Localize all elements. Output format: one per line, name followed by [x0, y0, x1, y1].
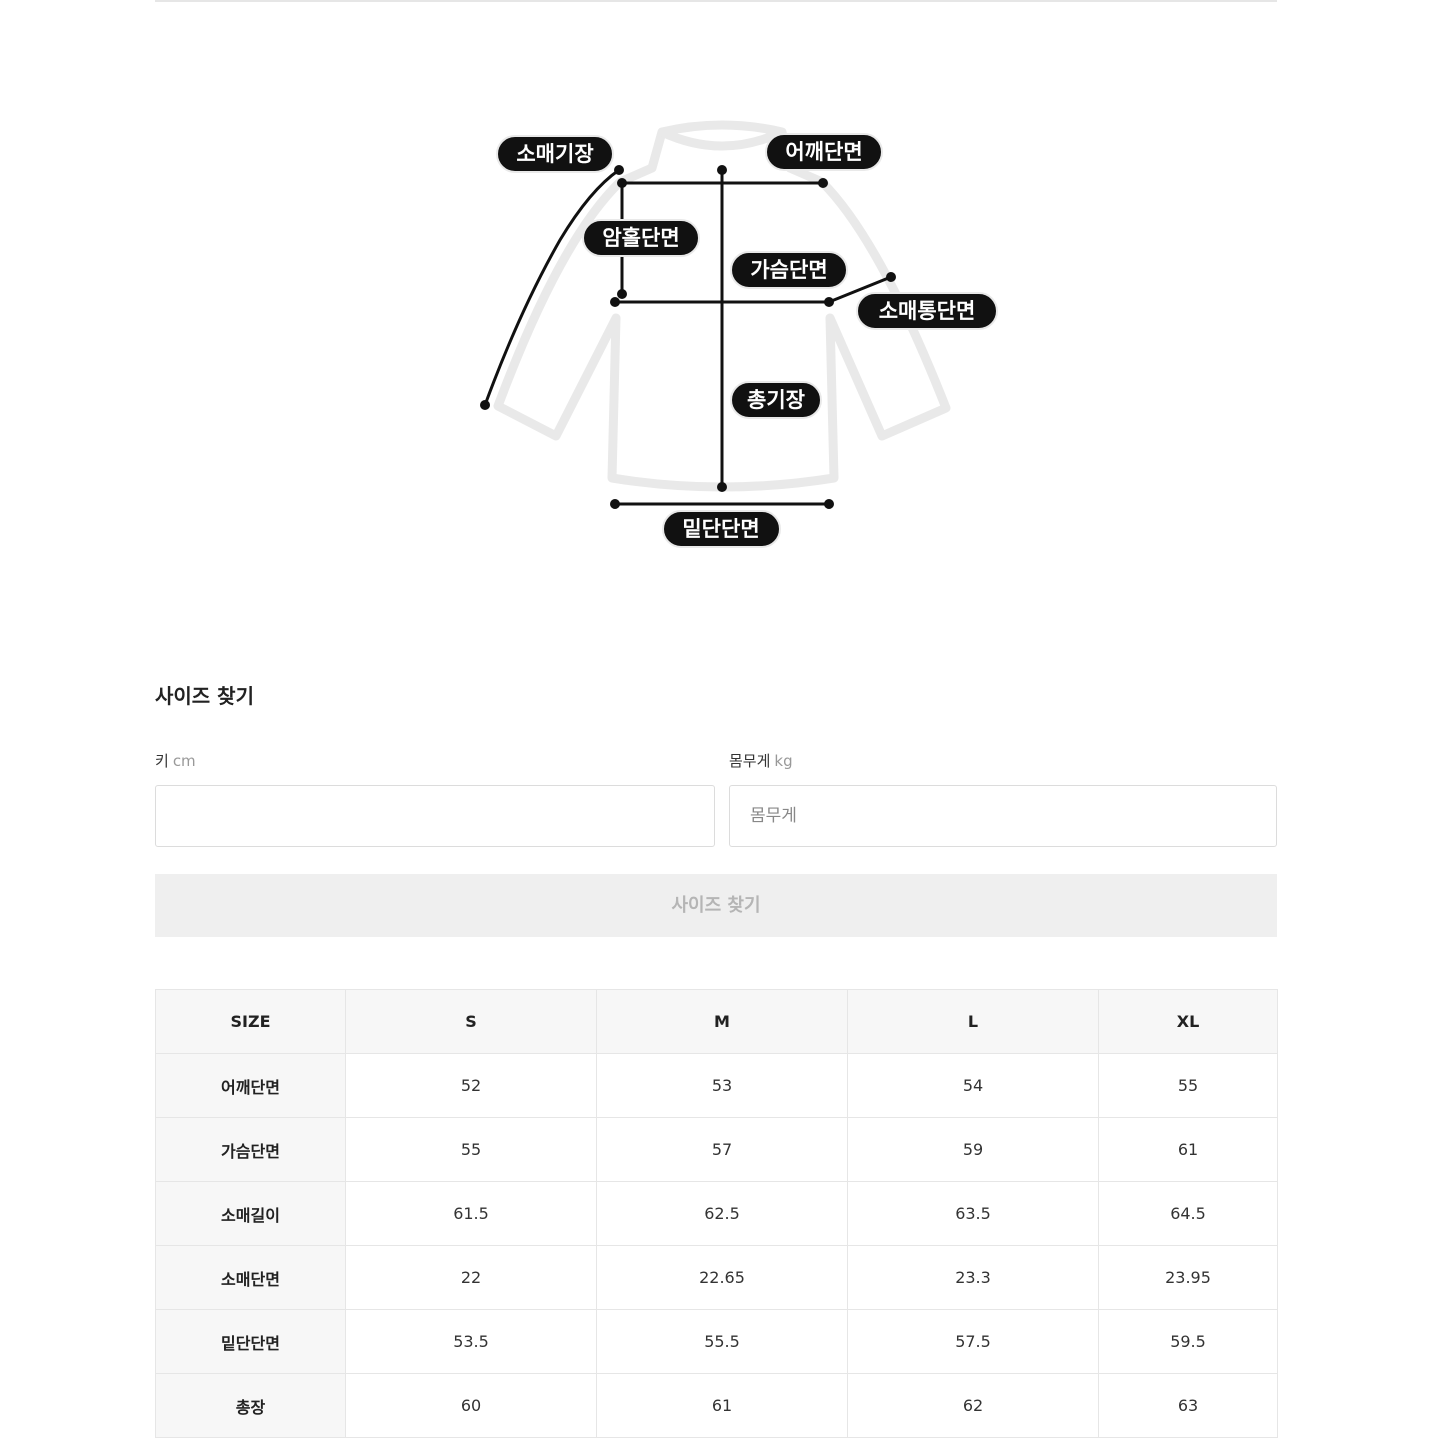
table-cell: 23.3: [847, 1245, 1099, 1310]
weight-label-text: 몸무게: [729, 752, 771, 770]
table-cell: 53: [596, 1053, 848, 1118]
size-table: SIZE S M L XL 어깨단면 52 53 54 55 가슴단면 55 5…: [155, 989, 1278, 1438]
header-s: S: [345, 989, 597, 1054]
table-row: 밑단단면 53.5 55.5 57.5 59.5: [155, 1309, 1278, 1374]
table-cell: 63.5: [847, 1181, 1099, 1246]
table-cell: 55: [1098, 1053, 1278, 1118]
table-cell: 52: [345, 1053, 597, 1118]
table-header-row: SIZE S M L XL: [155, 989, 1278, 1054]
table-row: 총장 60 61 62 63: [155, 1373, 1278, 1438]
measurement-lines: [483, 168, 892, 506]
top-divider: [155, 0, 1277, 2]
table-row: 소매길이 61.5 62.5 63.5 64.5: [155, 1181, 1278, 1246]
header-xl: XL: [1098, 989, 1278, 1054]
weight-unit: kg: [774, 752, 793, 770]
height-unit: cm: [172, 752, 196, 770]
table-cell: 55: [345, 1117, 597, 1182]
label-chest: 가슴단면: [730, 251, 848, 289]
table-cell: 61.5: [345, 1181, 597, 1246]
label-hem: 밑단단면: [662, 510, 781, 548]
svg-text:총기장: 총기장: [747, 388, 805, 412]
header-size: SIZE: [155, 989, 346, 1054]
weight-input[interactable]: 몸무게: [729, 785, 1277, 847]
table-cell: 22.65: [596, 1245, 848, 1310]
table-cell: 54: [847, 1053, 1099, 1118]
row-label: 소매길이: [155, 1181, 346, 1246]
label-sleeve-width: 소매통단면: [856, 292, 998, 330]
header-m: M: [596, 989, 848, 1054]
label-total-length: 총기장: [730, 381, 822, 419]
label-sleeve-length: 소매기장: [496, 135, 614, 173]
table-cell: 53.5: [345, 1309, 597, 1374]
row-label: 밑단단면: [155, 1309, 346, 1374]
find-size-button[interactable]: 사이즈 찾기: [155, 874, 1277, 937]
svg-text:밑단단면: 밑단단면: [682, 517, 759, 541]
table-cell: 22: [345, 1245, 597, 1310]
table-cell: 55.5: [596, 1309, 848, 1374]
hoodie-silhouette: [493, 120, 951, 492]
measurement-diagram: 소매기장 어깨단면 암홀단면 가슴단면 소매통단면 총기장 밑단단면: [480, 120, 998, 548]
table-cell: 64.5: [1098, 1181, 1278, 1246]
label-armhole: 암홀단면: [582, 219, 700, 257]
table-row: 어깨단면 52 53 54 55: [155, 1053, 1278, 1118]
table-cell: 60: [345, 1373, 597, 1438]
table-cell: 62: [847, 1373, 1099, 1438]
table-cell: 63: [1098, 1373, 1278, 1438]
table-cell: 61: [596, 1373, 848, 1438]
svg-text:어깨단면: 어깨단면: [785, 140, 862, 164]
table-cell: 57.5: [847, 1309, 1099, 1374]
sleeve-length-line: [483, 168, 620, 406]
svg-text:가슴단면: 가슴단면: [750, 258, 827, 282]
table-row: 가슴단면 55 57 59 61: [155, 1117, 1278, 1182]
table-cell: 57: [596, 1117, 848, 1182]
row-label: 소매단면: [155, 1245, 346, 1310]
table-cell: 23.95: [1098, 1245, 1278, 1310]
table-cell: 59.5: [1098, 1309, 1278, 1374]
table-cell: 59: [847, 1117, 1099, 1182]
table-cell: 62.5: [596, 1181, 848, 1246]
svg-text:소매통단면: 소매통단면: [879, 299, 976, 323]
row-label: 총장: [155, 1373, 346, 1438]
table-cell: 61: [1098, 1117, 1278, 1182]
row-label: 어깨단면: [155, 1053, 346, 1118]
measurement-dots: [480, 165, 896, 509]
table-row: 소매단면 22 22.65 23.3 23.95: [155, 1245, 1278, 1310]
svg-text:소매기장: 소매기장: [516, 142, 593, 166]
row-label: 가슴단면: [155, 1117, 346, 1182]
label-shoulder: 어깨단면: [765, 133, 883, 171]
svg-text:암홀단면: 암홀단면: [602, 226, 679, 250]
height-input[interactable]: [155, 785, 715, 847]
sleeve-width-line: [828, 275, 892, 304]
height-label-text: 키: [155, 752, 169, 770]
size-finder-title: 사이즈 찾기: [155, 684, 254, 708]
header-l: L: [847, 989, 1099, 1054]
